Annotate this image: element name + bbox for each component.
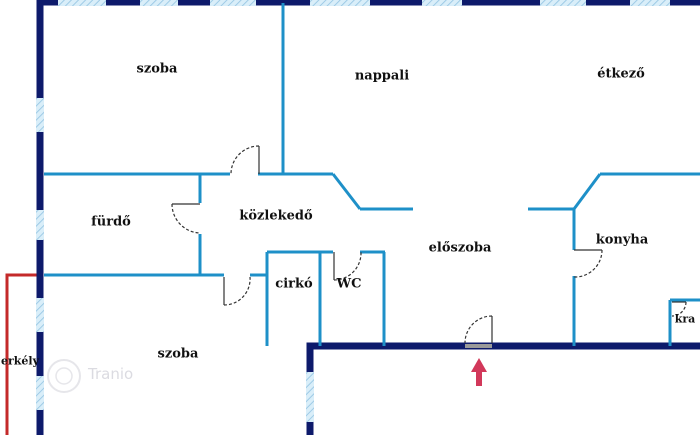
tranio-logo-icon: [47, 359, 81, 393]
door-szoba-bottom: [223, 276, 251, 306]
window: [540, 0, 586, 6]
window: [630, 0, 670, 6]
room-label-furdo: fürdő: [91, 214, 131, 230]
outer-wall-bottom: [306, 342, 700, 435]
room-label-konyha: konyha: [595, 232, 649, 248]
window: [140, 0, 178, 6]
window: [310, 0, 370, 6]
door-szoba-top: [230, 145, 260, 175]
window: [422, 0, 462, 6]
window: [58, 0, 106, 6]
window: [36, 210, 44, 240]
door-furdo: [171, 203, 201, 234]
balcony-outline: [5, 273, 40, 435]
interior-walls: [44, 3, 700, 346]
window: [36, 376, 44, 410]
door-entrance: [464, 315, 493, 344]
room-label-kozlekedo: közlekedő: [239, 208, 313, 224]
window: [36, 298, 44, 332]
room-label-szoba-bottom: szoba: [157, 346, 199, 362]
room-label-wc: WC: [336, 276, 362, 292]
room-label-nappali: nappali: [354, 68, 410, 84]
room-label-kamra: kra: [674, 312, 696, 326]
room-label-cirko: cirkó: [275, 276, 313, 292]
watermark-text: Tranio: [88, 365, 134, 383]
window: [306, 372, 314, 422]
window: [36, 98, 44, 132]
room-label-erkely: erkély: [1, 354, 39, 368]
room-label-szoba-top: szoba: [136, 61, 178, 77]
entrance-arrow-icon: [471, 358, 487, 386]
windows: [36, 0, 670, 422]
room-label-eloszoba: előszoba: [428, 240, 492, 256]
door-konyha: [573, 249, 603, 278]
door-wc: [333, 251, 362, 281]
doors: [171, 145, 687, 344]
window: [210, 0, 256, 6]
room-label-etkezo: étkező: [597, 66, 645, 82]
door-kamra: [671, 301, 687, 317]
